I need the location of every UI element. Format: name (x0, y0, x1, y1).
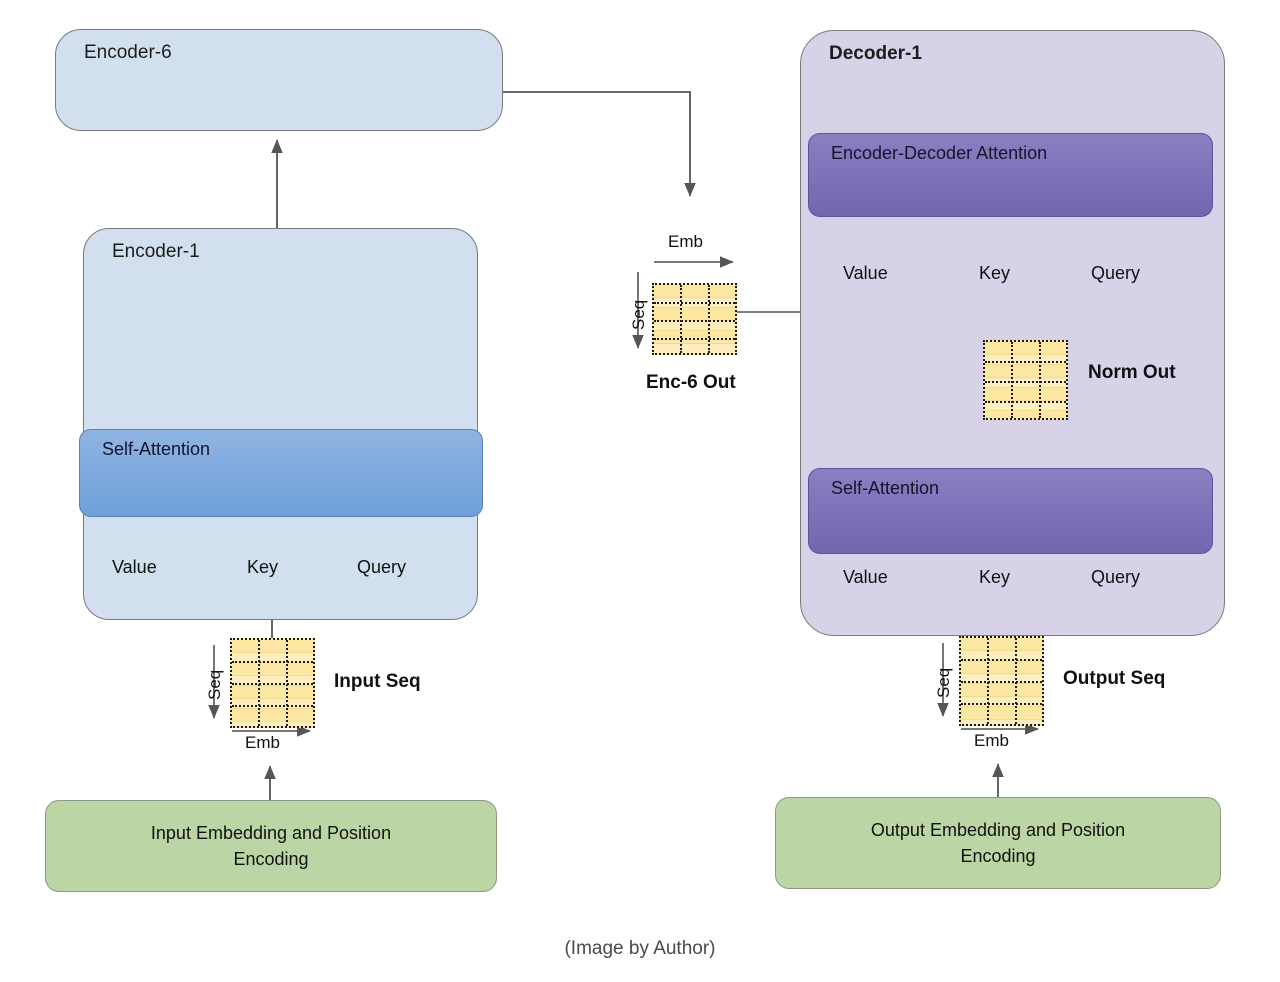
figure-caption: (Image by Author) (564, 938, 716, 959)
decoder-self-attention-label: Self-Attention (831, 478, 940, 498)
encoder-1-title: Encoder-1 (112, 241, 200, 262)
matrix-gridline-h (654, 320, 735, 322)
input-embedding-line1: Input Embedding and Position (150, 822, 392, 843)
matrix-gridline-h (232, 705, 313, 707)
decoder-input-query-label: Query (1091, 567, 1141, 587)
encdec-input-query-label: Query (1091, 263, 1141, 283)
matrix-gridline-v (1039, 342, 1041, 418)
output-embedding-box[interactable]: Output Embedding and Position Encoding (775, 797, 1221, 889)
encoder-input-query-label: Query (357, 557, 407, 577)
encoder-decoder-attention-box[interactable]: Encoder-Decoder Attention (808, 133, 1213, 217)
matrix-gridline-h (961, 681, 1042, 683)
matrix-gridline-h (961, 703, 1042, 705)
matrix-gridline-h (985, 361, 1066, 363)
enc6-out-seq-axis-label: Seq (629, 299, 648, 330)
matrix-gridline-h (985, 401, 1066, 403)
matrix-gridline-h (232, 661, 313, 663)
matrix-gridline-h (654, 302, 735, 304)
input-seq-seq-axis-label: Seq (205, 669, 224, 700)
decoder-1-title: Decoder-1 (829, 43, 922, 64)
input-embedding-label: Input Embedding and Position Encoding (151, 820, 391, 872)
decoder-input-key-label: Key (979, 567, 1011, 587)
output-seq-seq-axis-label: Seq (934, 667, 953, 698)
encdec-input-value-label: Value (843, 263, 888, 283)
encoder-6-box[interactable]: Encoder-6 (55, 29, 503, 131)
encdec-input-key-label: Key (979, 263, 1011, 283)
encoder-self-attention-label: Self-Attention (102, 439, 211, 459)
encoder-1-box[interactable]: Encoder-1 (83, 228, 478, 620)
encoder-6-title: Encoder-6 (84, 42, 172, 63)
norm-out-label: Norm Out (1088, 362, 1176, 383)
output-seq-matrix (959, 636, 1044, 726)
decoder-self-attention-box[interactable]: Self-Attention (808, 468, 1213, 554)
matrix-gridline-h (232, 683, 313, 685)
matrix-gridline-v (680, 285, 682, 353)
decoder-input-value-label: Value (843, 567, 888, 587)
input-seq-label: Input Seq (334, 671, 421, 692)
arrow-encoder6-to-enc6out (503, 91, 696, 197)
input-seq-matrix (230, 638, 315, 728)
encoder-decoder-attention-label: Encoder-Decoder Attention (831, 143, 1048, 163)
encoder-input-value-label: Value (112, 557, 157, 577)
output-seq-label: Output Seq (1063, 668, 1166, 689)
norm-out-matrix (983, 340, 1068, 420)
matrix-gridline-h (985, 381, 1066, 383)
encoder-input-key-label: Key (247, 557, 279, 577)
matrix-gridline-h (654, 338, 735, 340)
matrix-gridline-v (708, 285, 710, 353)
matrix-gridline-h (961, 659, 1042, 661)
output-embedding-line1: Output Embedding and Position (870, 819, 1126, 840)
matrix-gridline-v (1011, 342, 1013, 418)
enc6-out-label: Enc-6 Out (646, 372, 736, 393)
output-embedding-line2: Encoding (960, 846, 1036, 866)
input-seq-emb-axis-label: Emb (245, 733, 280, 752)
enc6-out-emb-axis-label: Emb (668, 232, 703, 251)
output-embedding-label: Output Embedding and Position Encoding (871, 817, 1125, 869)
input-embedding-box[interactable]: Input Embedding and Position Encoding (45, 800, 497, 892)
enc6-out-matrix (652, 283, 737, 355)
input-embedding-line2: Encoding (233, 849, 309, 869)
encoder-self-attention-box[interactable]: Self-Attention (79, 429, 483, 517)
output-seq-emb-axis-label: Emb (974, 731, 1009, 750)
